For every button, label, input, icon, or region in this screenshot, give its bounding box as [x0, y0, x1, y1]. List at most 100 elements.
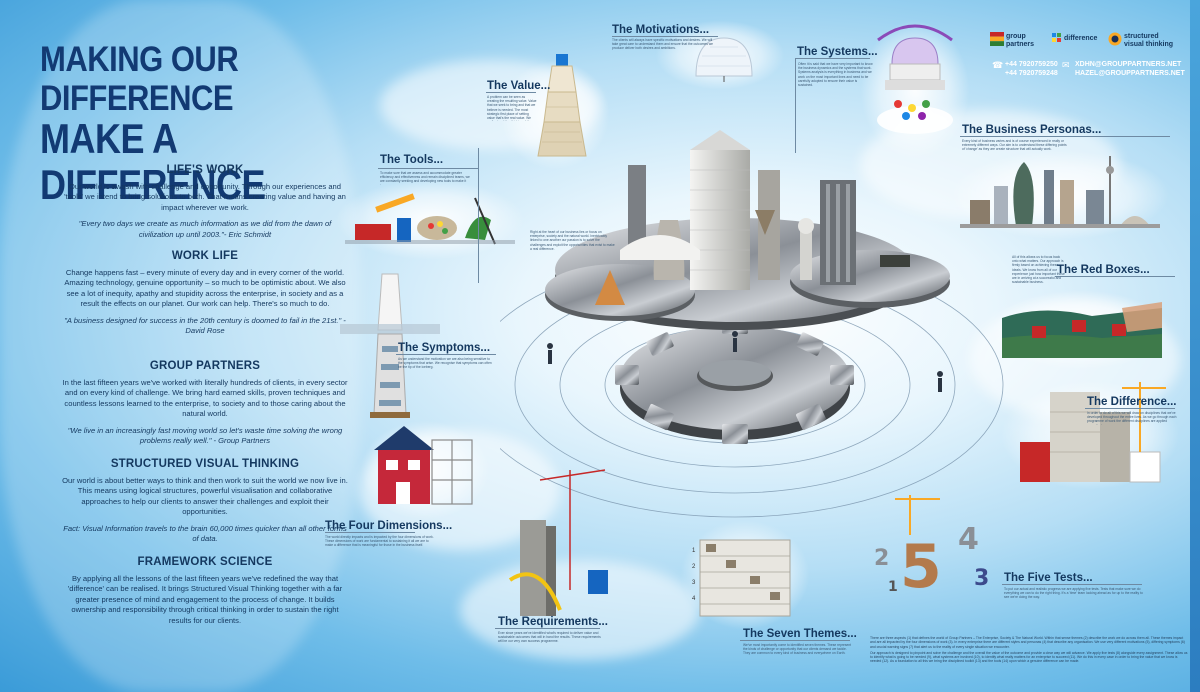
- label-symptoms: The Symptoms...: [398, 342, 491, 354]
- blurb-core: Right at the heart of our business lies …: [530, 230, 615, 251]
- section-body: Our world is awash with challenge and op…: [64, 182, 346, 212]
- section-body: In the last fifteen years we've worked w…: [62, 378, 348, 419]
- toolbox-icon: [345, 193, 515, 245]
- section-body: Our world is about better ways to think …: [62, 476, 348, 517]
- phone-number-1[interactable]: +44 7920759250: [1005, 61, 1058, 68]
- brand-structured-visual-thinking: structured visual thinking: [1124, 33, 1174, 48]
- leader-line: [325, 532, 415, 533]
- label-four-dimensions: The Four Dimensions...: [325, 520, 453, 532]
- blurb-difference: In order to do all of this we will draw …: [1087, 411, 1177, 425]
- house-icon: [374, 426, 473, 505]
- section-structured-visual-thinking: STRUCTURED VISUAL THINKING Our world is …: [62, 458, 348, 550]
- observatory-icon: [877, 24, 953, 134]
- email-address-2[interactable]: HAZEL@GROUPPARTNERS.NET: [1075, 70, 1185, 77]
- cloud: [0, 0, 360, 692]
- section-framework-science: FRAMEWORK SCIENCE By applying all the le…: [62, 556, 348, 632]
- difference-logo-icon: [1052, 33, 1061, 42]
- svg-text:5: 5: [900, 532, 942, 595]
- large-gear-icon: [615, 320, 854, 444]
- blurb-focus: All of this allows us to focus back onto…: [1012, 255, 1065, 285]
- label-five-tests: The Five Tests...: [1004, 572, 1093, 584]
- brand-group-partners: group partners: [1006, 33, 1035, 48]
- svg-text:4: 4: [692, 596, 696, 602]
- brand-difference: difference: [1064, 35, 1098, 42]
- section-title: STRUCTURED VISUAL THINKING: [110, 458, 300, 470]
- blurb-five-tests: To put our actual and realistic progress…: [1004, 587, 1143, 599]
- label-red-boxes: The Red Boxes...: [1057, 264, 1150, 276]
- section-quote: Fact: Visual Information travels to the …: [63, 523, 347, 544]
- phone-number-2[interactable]: +44 7920759248: [1005, 70, 1058, 77]
- blurb-requirements: Ever since years we've identified what's…: [498, 631, 601, 644]
- section-quote: "Every two days we create as much inform…: [78, 219, 332, 239]
- numbers-icon: 2 5 4 3 1: [874, 495, 989, 595]
- leader-line: [396, 354, 496, 355]
- section-quote: "We live in an increasingly fast moving …: [67, 425, 343, 446]
- svg-text:1: 1: [692, 548, 696, 554]
- leader-line: [1002, 584, 1142, 585]
- section-quote: "A business designed for success in the …: [64, 315, 346, 336]
- red-boxes-icon: [1002, 302, 1162, 358]
- leader-line: [1055, 276, 1175, 277]
- svg-text:2: 2: [874, 546, 889, 571]
- svg-text:3: 3: [974, 566, 989, 591]
- section-body: By applying all the lessons of the last …: [67, 574, 343, 625]
- footnote-paragraph-2: Our approach is designed to pinpoint and…: [870, 650, 1188, 664]
- igloo-icon: [695, 37, 753, 82]
- cloud: [460, 560, 700, 660]
- blurb-symptoms: As we understand the motivation we are a…: [398, 357, 492, 369]
- label-systems: The Systems...: [797, 46, 878, 58]
- svt-logo-icon: [1108, 32, 1122, 46]
- leader-line: [795, 58, 870, 59]
- leader-line: [795, 58, 796, 153]
- blurb-red-boxes: [1057, 279, 1165, 291]
- blurb-systems: Often it is said that we have very impor…: [798, 62, 873, 88]
- svg-text:3: 3: [692, 580, 696, 586]
- label-tools: The Tools...: [380, 154, 444, 166]
- skyline-icon: [960, 156, 1160, 228]
- headline-line-1: MAKING OUR DIFFERENCE: [40, 38, 239, 119]
- blurb-value: A problem can be seen as creating the re…: [487, 95, 537, 121]
- footnote-paragraph-1: There are three aspects (1) that defines…: [870, 636, 1185, 649]
- label-business-personas: The Business Personas...: [962, 124, 1102, 136]
- gear-illustration: [500, 130, 1004, 518]
- leader-line: [612, 36, 718, 37]
- leader-line: [378, 168, 478, 169]
- page-title: MAKING OUR DIFFERENCE MAKE A DIFFERENCE: [40, 38, 340, 207]
- building-icon: [1020, 382, 1166, 483]
- blurb-seven-themes: We've most importantly come to identifie…: [743, 643, 852, 656]
- phone-icon: ☎: [992, 60, 1004, 70]
- leader-line: [486, 92, 536, 93]
- section-title: GROUP PARTNERS: [149, 360, 261, 372]
- section-work-life: WORK LIFE Change happens fast – every mi…: [62, 250, 348, 342]
- label-motivations: The Motivations...: [612, 24, 710, 36]
- label-requirements: The Requirements...: [498, 616, 608, 628]
- label-seven-themes: The Seven Themes...: [743, 628, 857, 640]
- blurb-tools: To make sure that we assess and accommod…: [380, 171, 470, 185]
- section-title: FRAMEWORK SCIENCE: [137, 556, 273, 568]
- blurb-motivations: The clients will always have specific mo…: [612, 38, 713, 51]
- tower-icon: [537, 54, 587, 157]
- label-value: The Value...: [487, 80, 551, 92]
- section-title: WORK LIFE: [171, 250, 239, 262]
- label-difference: The Difference...: [1087, 396, 1177, 408]
- svg-text:2: 2: [692, 564, 696, 570]
- leader-line: [960, 136, 1170, 137]
- blurb-four-dimensions: The world directly impacts and is impact…: [325, 535, 434, 548]
- footnote: There are three aspects (1) that defines…: [870, 636, 1188, 664]
- blurb-business-personas: Every kind of business varies and is of …: [962, 139, 1067, 152]
- section-body: Change happens fast – every minute of ev…: [64, 268, 346, 309]
- leader-line: [495, 628, 600, 629]
- leader-line: [478, 148, 479, 283]
- factory-icon: 1 2 3 4: [692, 539, 791, 617]
- crane-icon: [508, 469, 608, 616]
- section-group-partners: GROUP PARTNERS In the last fifteen years…: [62, 360, 348, 452]
- group-partners-logo-icon: [990, 32, 1004, 46]
- edge-scroll-strip: [1190, 0, 1200, 692]
- email-address-1[interactable]: XDHN@GROUPPARTNERS.NET: [1075, 61, 1182, 68]
- city-skyline-icon: [595, 130, 910, 305]
- leader-line: [1085, 408, 1175, 409]
- svg-text:1: 1: [888, 579, 898, 595]
- svg-text:4: 4: [958, 522, 979, 557]
- email-icon: ✉: [1062, 60, 1070, 70]
